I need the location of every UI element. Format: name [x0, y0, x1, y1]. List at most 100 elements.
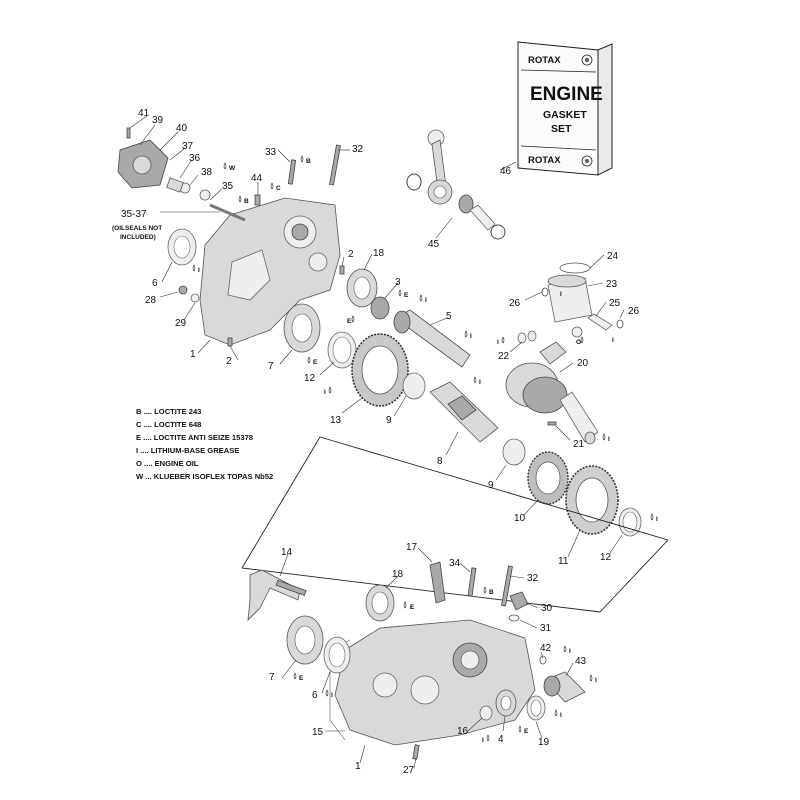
legend-item-o: O .... ENGINE OIL: [136, 459, 199, 468]
tag-c: C: [276, 185, 281, 192]
compound-legend: B .... LOCTITE 243 C .... LOCTITE 648 E …: [136, 407, 273, 481]
callout-5: 5: [446, 311, 452, 322]
droplet-icon: [486, 734, 490, 742]
tag-w: W: [229, 165, 236, 172]
tag-i-22b: I: [560, 291, 562, 298]
tag-i-5: I: [425, 297, 427, 304]
callout-32-lower: 32: [527, 573, 539, 584]
droplet-icon: [580, 336, 584, 344]
callout-29: 29: [175, 318, 187, 329]
droplet-icon: [473, 376, 477, 384]
callout-23: 23: [606, 279, 618, 290]
tag-i-12: I: [656, 516, 658, 523]
tag-i-6: I: [198, 267, 200, 274]
tag-e-3: E: [404, 292, 409, 299]
card-subtitle-2: SET: [551, 123, 572, 135]
callout-40: 40: [176, 123, 188, 134]
droplet-icon: [223, 162, 227, 170]
shift-fork-14: [247, 569, 307, 622]
lower-crankcase-half: [329, 619, 536, 746]
crankshaft-20: [505, 330, 599, 445]
callout-26-left: 26: [509, 298, 521, 309]
lower-bearing-hardware: [365, 561, 513, 622]
upper-crankcase-half: [199, 197, 341, 346]
tag-b-upper-33: B: [306, 158, 311, 165]
callout-34: 34: [449, 558, 461, 569]
tag-o-23: O: [576, 339, 581, 346]
callout-39: 39: [152, 115, 164, 126]
callout-4: 4: [498, 734, 504, 745]
callout-8: 8: [437, 456, 443, 467]
droplet-icon: [602, 433, 606, 441]
droplet-icon: [501, 336, 505, 344]
callout-46: 46: [500, 166, 512, 177]
callout-31: 31: [540, 623, 552, 634]
piston-assembly: [541, 262, 624, 338]
callout-17: 17: [406, 542, 418, 553]
droplet-icon: [270, 182, 274, 190]
callout-38: 38: [201, 167, 213, 178]
shaft-5: [393, 309, 471, 368]
legend-item-b: B .... LOCTITE 243: [136, 407, 201, 416]
tag-i-22: I: [497, 339, 499, 346]
callout-1-lower: 1: [355, 761, 361, 772]
gears-right: [527, 451, 642, 537]
callout-25: 25: [609, 298, 621, 309]
note-ref: 35-37: [121, 209, 147, 220]
callout-15: 15: [312, 727, 324, 738]
tag-i-16: I: [482, 737, 484, 744]
callout-3: 3: [395, 277, 401, 288]
legend-item-e: E .... LOCTITE ANTI SEIZE 15378: [136, 433, 253, 442]
compound-tags: W B C B I E I E E I I I I O I I I B E I …: [198, 158, 658, 744]
droplet-icon: [300, 155, 304, 163]
tag-e-4: E: [524, 728, 529, 735]
droplet-icon: [483, 586, 487, 594]
gasket-set-card: ROTAX ENGINE GASKET SET ROTAX: [517, 41, 613, 176]
tag-i-18-lower: I: [410, 604, 412, 611]
callout-37: 37: [182, 141, 194, 152]
tag-i-20: I: [612, 337, 614, 344]
card-subtitle-1: GASKET: [543, 109, 587, 121]
water-pump-cluster: [117, 127, 246, 222]
connecting-rod-45: [406, 129, 506, 240]
legend-item-w: W ... KLUEBER ISOFLEX TOPAS Nb52: [136, 472, 273, 481]
sensor-30: [508, 591, 529, 622]
tag-e-18: E: [347, 318, 352, 325]
callout-20: 20: [577, 358, 589, 369]
callout-1-upper: 1: [190, 349, 196, 360]
callout-18-lower: 18: [392, 569, 404, 580]
callout-27: 27: [403, 765, 415, 776]
callout-45: 45: [428, 239, 440, 250]
brand-logo-core-icon: [584, 57, 590, 63]
brand-logo-core-icon: [584, 158, 590, 164]
callout-14: 14: [281, 547, 293, 558]
tag-b-35: B: [244, 198, 249, 205]
callout-43: 43: [575, 656, 587, 667]
droplet-icon: [589, 674, 593, 682]
droplet-icon: [398, 289, 402, 297]
lower-small-parts: [412, 689, 546, 760]
tag-e-7-lower: E: [299, 675, 304, 682]
callout-35: 35: [222, 181, 234, 192]
droplet-icon: [464, 330, 468, 338]
callout-labels: 41 39 40 37 36 38 35 33 32 44 6 28 29 1 …: [138, 108, 640, 776]
callout-9-upper: 9: [386, 415, 392, 426]
droplet-icon: [419, 294, 423, 302]
callout-9-lower: 9: [488, 480, 494, 491]
oilseal-note: 35-37 (OILSEALS NOT INCLUDED): [112, 209, 162, 241]
droplet-icon: [325, 689, 329, 697]
callout-7-lower: 7: [269, 672, 275, 683]
tag-i-43: I: [595, 677, 597, 684]
callout-16: 16: [457, 726, 469, 737]
callout-11: 11: [558, 556, 569, 567]
note-line-1: (OILSEALS NOT: [112, 225, 162, 232]
droplet-icon: [293, 672, 297, 680]
callout-6-upper: 6: [152, 278, 158, 289]
leader-lines: [129, 115, 625, 769]
droplet-icon: [238, 195, 242, 203]
lower-seals-left: [286, 615, 351, 674]
shaft-8-assembly: [402, 372, 526, 466]
callout-12-right: 12: [600, 552, 612, 563]
tag-i-19: I: [560, 712, 562, 719]
